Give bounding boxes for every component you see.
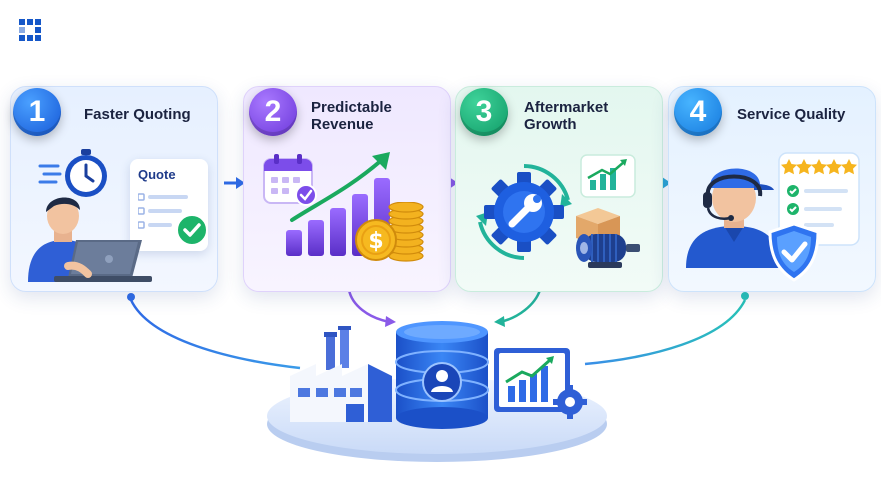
- rating-stars-icon: [778, 152, 860, 246]
- agent-headset-icon: [686, 168, 780, 268]
- shield-check-icon: [768, 222, 820, 282]
- step-number-4: 4: [674, 88, 722, 136]
- gear-wrench-icon: [476, 164, 572, 260]
- laptop-user-icon: [28, 197, 152, 282]
- check-icon: [176, 214, 208, 246]
- step-title-4: Service Quality: [737, 106, 846, 123]
- dashboard-chart-icon: [494, 348, 587, 419]
- svg-text:$: $: [368, 229, 383, 254]
- step-number-3: 3: [460, 88, 508, 136]
- arrow-1-2: [224, 177, 245, 189]
- stopwatch-icon: [38, 149, 107, 197]
- calendar-icon: [263, 154, 317, 206]
- step-title-1: Faster Quoting: [84, 106, 191, 123]
- step-number-2: 2: [249, 88, 297, 136]
- growth-chart-icon: [580, 154, 636, 198]
- step-title-3: Aftermarket Growth: [524, 99, 609, 133]
- coins-icon: $: [355, 202, 424, 262]
- logo-icon: [19, 19, 47, 47]
- step-number-1: 1: [13, 88, 61, 136]
- quote-label: Quote: [138, 167, 176, 182]
- step-title-2: Predictable Revenue: [311, 99, 392, 133]
- factory-icon: [290, 326, 392, 422]
- quote-lines: [138, 193, 188, 229]
- database-icon: [395, 321, 489, 429]
- motor-icon: [576, 234, 640, 268]
